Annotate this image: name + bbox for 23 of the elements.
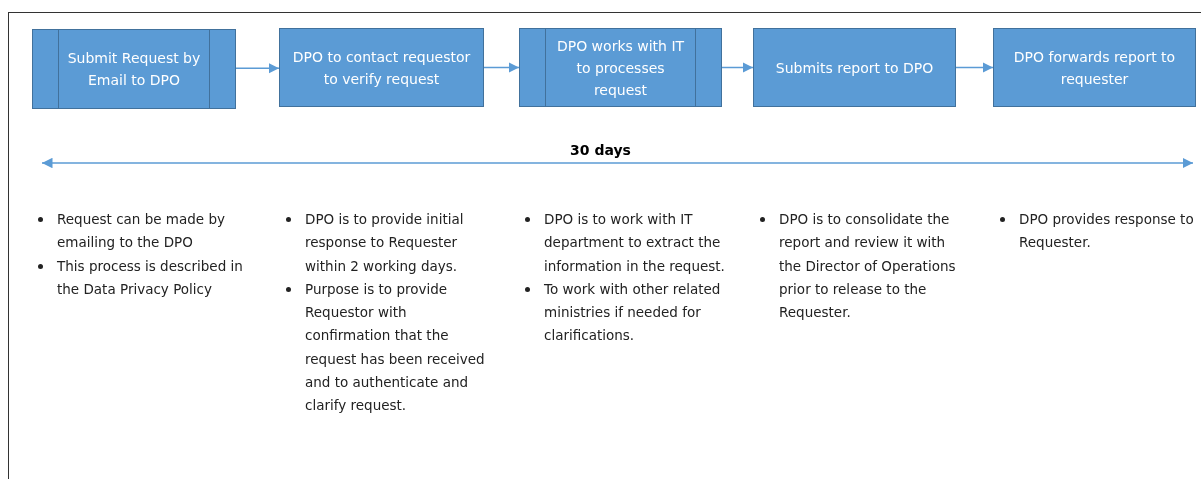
predefined-process-box	[32, 29, 236, 109]
box-label: DPO forwards report to requester	[1012, 47, 1177, 89]
bullet-text: To work with other related ministries if needed for clarifications.	[544, 280, 721, 344]
box-label: Submit Request by Email to DPO	[66, 49, 202, 90]
arrow	[955, 62, 994, 73]
process-box	[279, 28, 484, 107]
box-label: DPO works with IT to processes request	[555, 36, 686, 100]
arrow	[483, 62, 520, 73]
bullet-text: Request can be made by emailing to the DPO	[57, 211, 225, 251]
arrow	[235, 63, 280, 74]
bullet-text: DPO is to consolidate the report and review it with the Director of Operations prior to release to the Requester.	[779, 211, 956, 321]
bullet-text: DPO provides response to Requester.	[1019, 211, 1194, 251]
process-box	[753, 28, 956, 107]
bullet-text: DPO is to work with IT department to extract the information in the request.	[544, 211, 725, 274]
bullet-text: This process is described in the Data Privacy Policy	[57, 257, 243, 297]
bullet-text: Purpose is to provide Requestor with confirmation that the request has been received and to authenticate and clarify request.	[305, 280, 485, 414]
bullet-text: DPO is to provide initial response to Requester within 2 working days.	[305, 211, 464, 274]
box-label: DPO to contact requestor to verify request	[291, 47, 472, 89]
predefined-process-box	[519, 28, 722, 107]
box-label: Submits report to DPO	[775, 58, 934, 78]
duration-label: 30 days	[570, 142, 631, 158]
process-box	[993, 28, 1196, 107]
arrow	[721, 62, 754, 73]
